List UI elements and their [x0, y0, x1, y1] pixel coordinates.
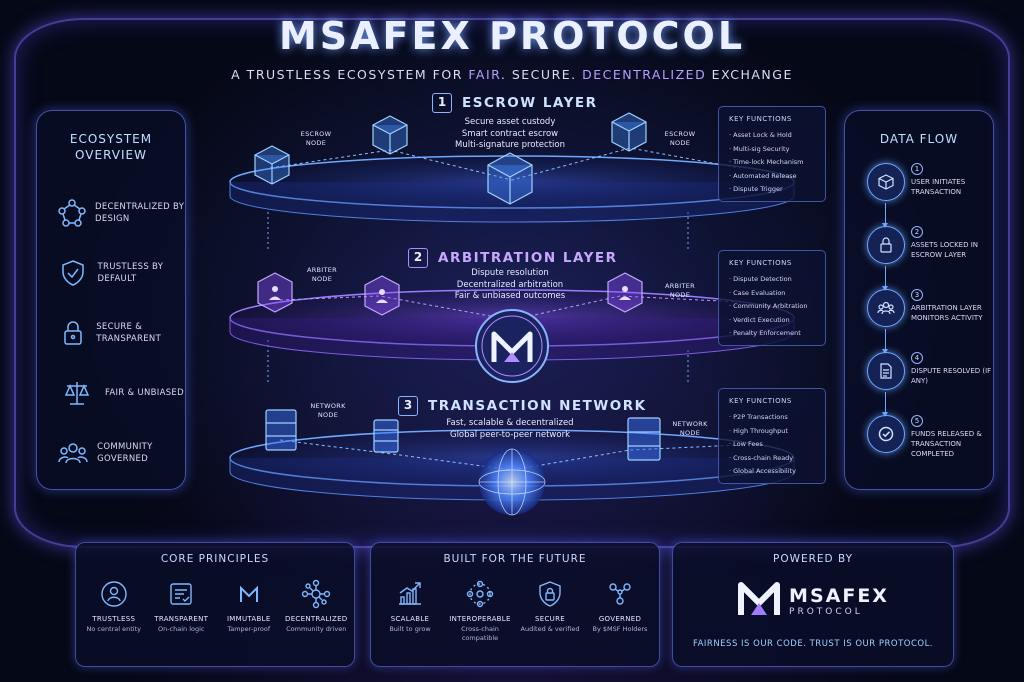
brand-subname: PROTOCOL [789, 607, 863, 617]
growth-chart-icon [378, 577, 442, 611]
flow-arrow [882, 203, 888, 228]
network-icon [57, 193, 87, 233]
escrow-key-functions: KEY FUNCTIONS Asset Lock & Hold Multi-si… [718, 106, 826, 202]
shield-lock-icon [518, 577, 582, 611]
escrow-node-label: ESCROW NODE [664, 130, 696, 147]
network-key-functions: KEY FUNCTIONS P2P Transactions High Thro… [718, 388, 826, 484]
user-shield-icon [82, 577, 146, 611]
escrow-node-label: ESCROW NODE [300, 130, 332, 147]
flow-arrow [882, 329, 888, 354]
principle-item: TRUSTLESS No central entity [82, 577, 146, 634]
ecosystem-item: TRUSTLESS BY DEFAULT [37, 243, 185, 303]
arbiter-node-cubes [257, 272, 643, 316]
brand-logo: MSAFEX PROTOCOL [673, 579, 953, 623]
lock-icon [867, 226, 905, 264]
users-icon [269, 286, 631, 303]
page-title: MSAFEX PROTOCOL [278, 14, 746, 58]
interop-ring-icon [448, 577, 512, 611]
powered-by-panel: POWERED BY MSAFEX PROTOCOL FAIRNESS IS O… [672, 542, 954, 667]
immutable-logo-icon [217, 577, 281, 611]
document-icon [867, 352, 905, 390]
ecosystem-overview-panel: ECOSYSTEM OVERVIEW DECENTRALIZED BY DESI… [36, 110, 186, 490]
shield-check-icon [57, 253, 90, 293]
arbiter-node-label: ARBITER NODE [306, 266, 338, 283]
community-icon [57, 433, 89, 473]
powered-by-title: POWERED BY [772, 553, 853, 565]
future-item: SCALABLE Built to grow [378, 577, 442, 642]
flow-arrow [882, 392, 888, 417]
future-title: BUILT FOR THE FUTURE [443, 553, 587, 565]
principle-item: DECENTRALIZED Community driven [284, 577, 348, 634]
built-for-future-panel: BUILT FOR THE FUTURE SCALABLE Built to g… [370, 542, 660, 667]
network-node-label: NETWORK NODE [310, 402, 346, 419]
ecosystem-item: SECURE & TRANSPARENT [37, 303, 185, 363]
ecosystem-item: FAIR & UNBIASED [37, 363, 185, 423]
core-principles-panel: CORE PRINCIPLES TRUSTLESS No central ent… [75, 542, 355, 667]
future-item: GOVERNED By $MSF Holders [588, 577, 652, 642]
brand-name: MSAFEX [789, 585, 889, 607]
cube-icon [867, 163, 905, 201]
ecosystem-item: COMMUNITY GOVERNED [37, 423, 185, 483]
future-item: SECURE Audited & verified [518, 577, 582, 642]
future-item: INTEROPERABLE Cross-chain compatible [448, 577, 512, 642]
transaction-network-heading: 3 TRANSACTION NETWORK [398, 396, 647, 416]
arbiter-node-label: ARBITER NODE [664, 282, 696, 299]
msafex-logo-icon [475, 309, 549, 383]
flow-arrow [882, 266, 888, 291]
escrow-platform [229, 147, 795, 223]
core-principles-title: CORE PRINCIPLES [160, 553, 270, 565]
escrow-node-cubes [254, 112, 647, 205]
ecosystem-item: DECENTRALIZED BY DESIGN [37, 183, 185, 243]
network-icon [284, 577, 348, 611]
network-node-label: NETWORK NODE [672, 420, 708, 437]
lock-icon [57, 313, 88, 353]
arbitration-key-functions: KEY FUNCTIONS Dispute Detection Case Eva… [718, 250, 826, 346]
data-flow-title: DATA FLOW [879, 132, 959, 146]
escrow-layer-heading: 1 ESCROW LAYER [432, 93, 597, 113]
msafex-logo-icon [737, 579, 781, 623]
brand-tagline: FAIRNESS IS OUR CODE. TRUST IS OUR PROTO… [692, 639, 934, 649]
arbitration-layer-heading: 2 ARBITRATION LAYER [408, 248, 618, 268]
document-check-icon [149, 577, 213, 611]
scales-icon [57, 373, 97, 413]
ecosystem-title: ECOSYSTEM OVERVIEW [69, 132, 153, 162]
check-icon [867, 415, 905, 453]
governance-network-icon [588, 577, 652, 611]
users-icon [867, 289, 905, 327]
globe-icon [478, 448, 546, 516]
principle-item: TRANSPARENT On-chain logic [149, 577, 213, 634]
principle-item: IMMUTABLE Tamper-proof [217, 577, 281, 634]
page-subtitle: A TRUSTLESS ECOSYSTEM FOR FAIR. SECURE. … [231, 67, 793, 82]
server-icon [265, 409, 661, 461]
